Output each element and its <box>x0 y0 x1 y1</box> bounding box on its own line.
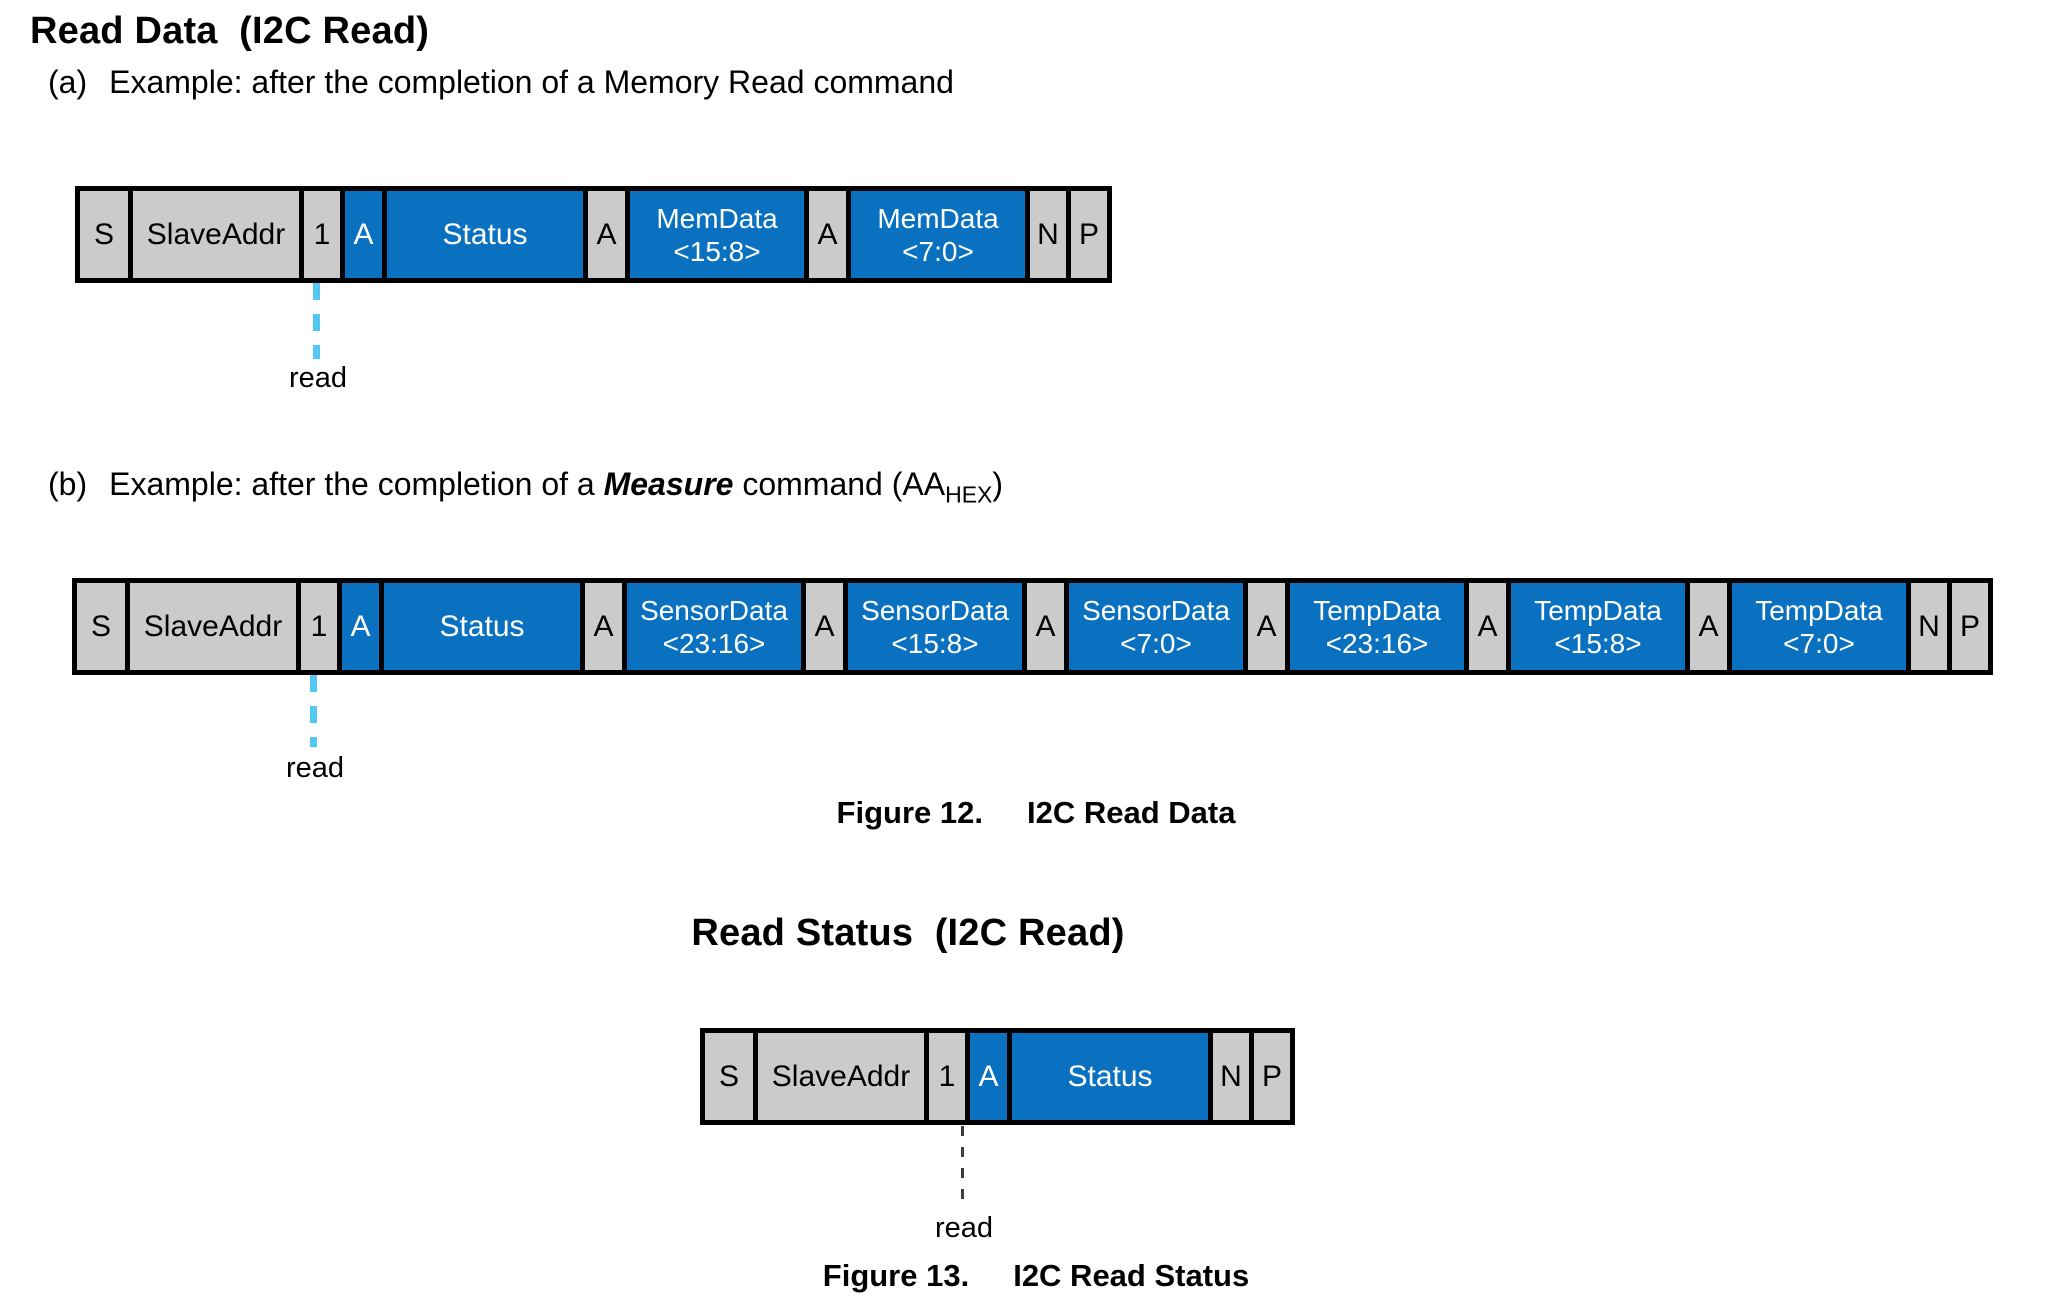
figure-12-caption: Figure 12. I2C Read Data <box>0 795 2072 831</box>
frame-cell-p: P <box>1947 578 1993 675</box>
frame-cell-sensordata-23-16: SensorData<23:16> <box>622 578 806 675</box>
figure-13-caption: Figure 13. I2C Read Status <box>0 1258 2072 1294</box>
frame-cell-slaveaddr: SlaveAddr <box>753 1028 929 1125</box>
frame-cell-p: P <box>1249 1028 1295 1125</box>
figure-12-number: Figure 12. <box>836 795 983 830</box>
example-b-label: (b) <box>48 466 88 502</box>
frame-cell-a: A <box>1464 578 1511 675</box>
frame-cell-a: A <box>337 578 384 675</box>
example-b-emphasis: Measure <box>603 466 734 502</box>
frame-cell-a: A <box>1022 578 1069 675</box>
frame-cell-slaveaddr: SlaveAddr <box>125 578 301 675</box>
figure-13-title: I2C Read Status <box>1013 1258 1250 1293</box>
frame-cell-s: S <box>75 186 133 283</box>
frame-cell-memdata-15-8: MemData<15:8> <box>625 186 809 283</box>
frame-cell-a: A <box>580 578 627 675</box>
frame-cell-a: A <box>965 1028 1012 1125</box>
frame-cell-a: A <box>340 186 387 283</box>
example-b-line: (b) Example: after the completion of a Me… <box>48 466 1004 506</box>
frame-cell-a: A <box>804 186 851 283</box>
frame-cell-1: 1 <box>299 186 345 283</box>
read-marker-line-a <box>313 283 320 359</box>
frame-cell-tempdata-23-16: TempData<23:16> <box>1285 578 1469 675</box>
example-b-text-after: ) <box>992 466 1004 502</box>
section-read-status: Read Status (I2C Read) <box>0 912 1816 955</box>
section-title-read-data: Read Data (I2C Read) <box>30 10 430 52</box>
example-b-text-mid: command (AA <box>733 466 946 502</box>
example-a-label: (a) <box>48 64 88 100</box>
frame-cell-1: 1 <box>924 1028 970 1125</box>
frame-cell-p: P <box>1066 186 1112 283</box>
frame-cell-memdata-7-0: MemData<7:0> <box>846 186 1030 283</box>
frame-cell-status: Status <box>1007 1028 1213 1125</box>
figure-12-title: I2C Read Data <box>1026 795 1236 830</box>
frame-cell-n: N <box>1906 578 1952 675</box>
frame-cell-n: N <box>1025 186 1071 283</box>
example-b-subscript: HEX <box>945 481 993 508</box>
frame-cell-s: S <box>700 1028 758 1125</box>
example-a-text: Example: after the completion of a Memor… <box>109 64 954 100</box>
read-marker-label-b: read <box>285 752 345 784</box>
frame-cell-tempdata-7-0: TempData<7:0> <box>1727 578 1911 675</box>
frame-cell-status: Status <box>382 186 588 283</box>
read-marker-label-status: read <box>934 1212 994 1244</box>
section-title-read-status: Read Status (I2C Read) <box>691 912 1125 954</box>
frame-cell-a: A <box>1685 578 1732 675</box>
figure-13-number: Figure 13. <box>822 1258 970 1293</box>
frame-cell-slaveaddr: SlaveAddr <box>128 186 304 283</box>
read-marker-line-b <box>310 675 317 747</box>
frame-cell-a: A <box>583 186 630 283</box>
frame-cell-s: S <box>72 578 130 675</box>
frame-cell-a: A <box>801 578 848 675</box>
frame-cell-sensordata-15-8: SensorData<15:8> <box>843 578 1027 675</box>
frame-cell-sensordata-7-0: SensorData<7:0> <box>1064 578 1248 675</box>
read-marker-label-a: read <box>288 362 348 394</box>
frame-cell-a: A <box>1243 578 1290 675</box>
frame-cell-tempdata-15-8: TempData<15:8> <box>1506 578 1690 675</box>
frame-cell-status: Status <box>379 578 585 675</box>
frame-cell-1: 1 <box>296 578 342 675</box>
example-b-text-before: Example: after the completion of a <box>109 466 604 502</box>
frame-cell-n: N <box>1208 1028 1254 1125</box>
example-a-line: (a) Example: after the completion of a Me… <box>48 64 954 101</box>
read-marker-line-status <box>961 1126 964 1210</box>
